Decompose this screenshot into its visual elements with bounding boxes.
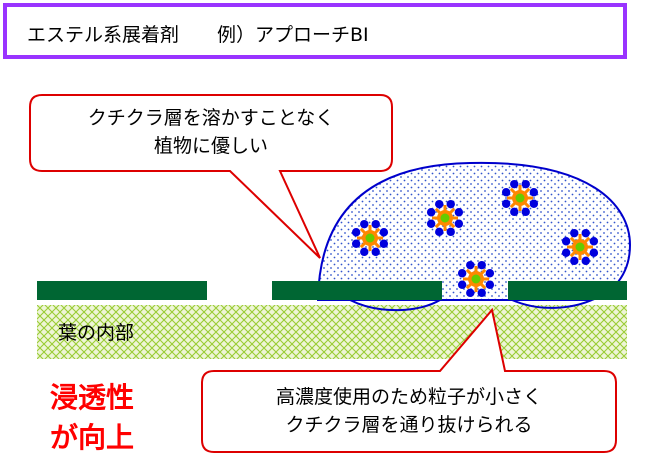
bottom-callout-line-1: 高濃度使用のため粒子が小さく: [275, 386, 542, 408]
cuticle-segment: [508, 281, 627, 300]
cuticle-segment: [272, 281, 442, 300]
particle: [426, 199, 464, 237]
cuticle-segment: [37, 281, 207, 300]
leaf-interior-label: 葉の内部: [58, 322, 135, 344]
bottom-callout-bubble: [201, 307, 617, 453]
title-frame: エステル系展着剤 例）アプローチBI: [3, 3, 627, 59]
top-callout-text: クチクラ層を溶かすことなく 植物に優しい: [40, 104, 382, 160]
permeability-label: 浸透性 が向上: [50, 378, 134, 458]
permeability-line-2: が向上: [50, 421, 135, 454]
top-callout-bubble: [29, 94, 393, 259]
particle: [501, 179, 539, 217]
permeability-line-1: 浸透性: [50, 381, 135, 414]
particle: [561, 228, 599, 266]
droplet: [317, 161, 632, 301]
page-title: エステル系展着剤 例）アプローチBI: [27, 24, 369, 46]
particle: [351, 219, 389, 257]
leaf-interior-band: [37, 305, 627, 359]
particle: [457, 260, 495, 298]
bottom-callout-line-2: クチクラ層を通り抜けられる: [285, 414, 533, 436]
top-callout-line-2: 植物に優しい: [153, 135, 268, 157]
top-callout-line-1: クチクラ層を溶かすことなく: [87, 107, 335, 129]
bottom-callout-text: 高濃度使用のため粒子が小さく クチクラ層を通り抜けられる: [212, 383, 606, 439]
